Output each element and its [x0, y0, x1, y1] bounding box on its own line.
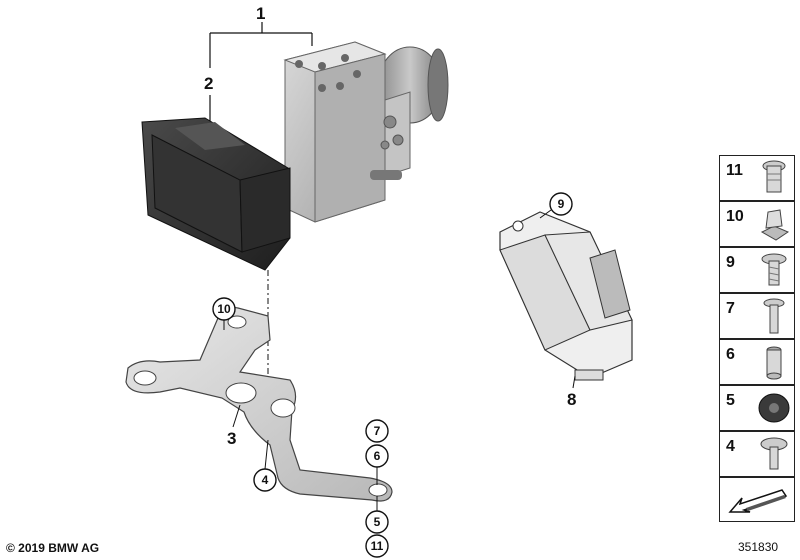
callout-bracket-1: [209, 22, 313, 68]
hex-bolt-icon: [763, 298, 785, 334]
arrow-icon: [728, 489, 788, 513]
svg-text:7: 7: [374, 424, 381, 438]
rubber-mount-icon: [758, 393, 790, 423]
hydraulic-unit: [283, 41, 449, 223]
circled-callout-6: 6: [365, 444, 389, 485]
circled-callout-9: 9: [539, 192, 573, 219]
diagram-number: 351830: [738, 540, 779, 554]
legend-item-9[interactable]: 9: [719, 247, 795, 293]
legend-item-10[interactable]: 10: [719, 201, 795, 247]
clip-nut-icon: [760, 209, 790, 241]
callout-2: 2: [204, 74, 213, 93]
callout-3: 3: [227, 429, 236, 448]
mounting-bracket: [125, 306, 393, 502]
svg-text:11: 11: [371, 539, 384, 553]
spacer-sleeve-icon: [766, 346, 782, 380]
svg-text:5: 5: [374, 515, 381, 529]
control-unit: [141, 117, 291, 271]
svg-text:4: 4: [262, 473, 269, 487]
svg-text:6: 6: [374, 449, 381, 463]
legend-item-7[interactable]: 7: [719, 293, 795, 339]
circled-callout-4: 4: [253, 439, 277, 492]
pan-screw-icon: [760, 437, 788, 470]
circled-callout-11: 11: [365, 534, 389, 558]
copyright-notice: © 2019 BMW AG: [6, 541, 100, 555]
legend-item-5[interactable]: 5: [719, 385, 795, 431]
bolt-flange-icon: [762, 160, 786, 193]
sensor-module: [499, 211, 633, 381]
callout-1: 1: [256, 4, 265, 23]
svg-text:10: 10: [217, 302, 231, 316]
legend-navigation-arrow[interactable]: [719, 477, 795, 522]
legend-item-4[interactable]: 4: [719, 431, 795, 477]
torx-screw-icon: [761, 253, 787, 286]
legend-item-6[interactable]: 6: [719, 339, 795, 385]
circled-callout-7: 7: [365, 419, 389, 443]
legend-item-11[interactable]: 11: [719, 155, 795, 201]
circled-callout-10-top: 10: [212, 297, 236, 330]
callout-8: 8: [567, 390, 576, 409]
svg-text:9: 9: [558, 197, 565, 211]
circled-callout-5: 5: [365, 496, 389, 534]
